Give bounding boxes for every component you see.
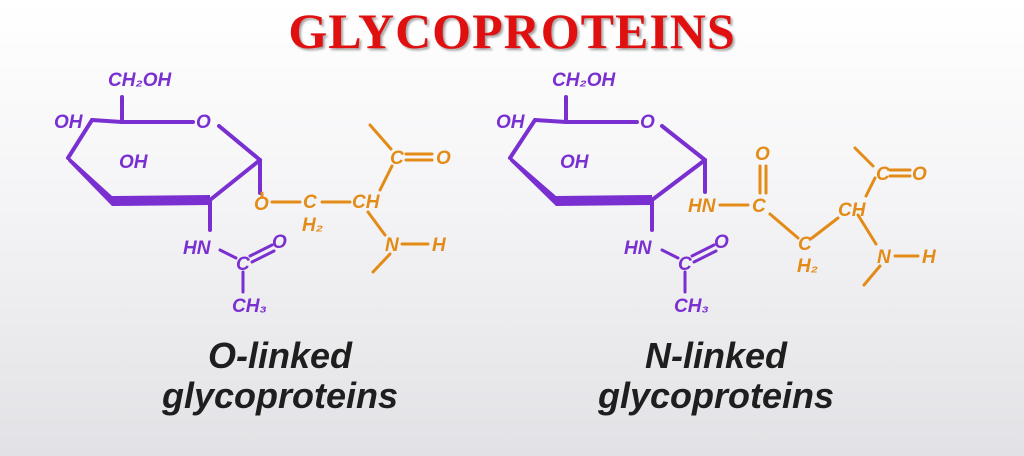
n-linked-ring-bold-edge (510, 156, 652, 206)
o-ch3-label: CH₃ (232, 296, 267, 317)
o-linked-caption-line1: O-linked (207, 335, 353, 376)
o-nh-h-label: H (432, 235, 447, 256)
o-linked-ring-bold-edge (68, 156, 210, 206)
o-linked-sugar-ring (66, 95, 262, 232)
n-oh-inner-label: OH (560, 152, 590, 173)
n-c2-label: C (798, 234, 812, 255)
o-n-label: N (385, 235, 400, 256)
o-oh-inner-label: OH (119, 152, 149, 173)
n-nh-h-label: H (922, 247, 937, 268)
o-link-oxygen-label: O (254, 194, 269, 215)
n-c-o-label: O (755, 144, 770, 165)
page-title: GLYCOPROTEINS (288, 3, 736, 59)
o-acetyl-o-label: O (272, 232, 287, 253)
n-hn-label: HN (624, 238, 653, 259)
n-hn-link-label: HN (688, 196, 717, 217)
n-linked-caption: N-linked glycoproteins (566, 336, 866, 416)
o-linked-caption-line2: glycoproteins (161, 375, 399, 416)
o-acetyl-c-label: C (236, 254, 250, 275)
o-oh-left-label: OH (54, 112, 84, 133)
o-linked-caption: O-linked glycoproteins (130, 336, 430, 416)
o-h2-label: H₂ (302, 215, 323, 236)
n-ch2oh-label: CH₂OH (552, 70, 616, 91)
o-hn-label: HN (183, 238, 212, 259)
o-carbonyl-o-label: O (436, 148, 451, 169)
n-c-label: C (752, 196, 766, 217)
o-linked-acetyl-bonds (218, 243, 276, 294)
o-linked-amino-acid-bonds (260, 123, 434, 274)
n-acetyl-c-label: C (678, 254, 692, 275)
n-linked-structure: CH₂OH OH O OH HN C O CH₃ HN C O C H₂ CH … (496, 70, 937, 317)
n-linked-sugar-ring (508, 95, 707, 232)
n-linked-caption-line2: glycoproteins (597, 375, 835, 416)
n-linked-acetyl-bonds (660, 243, 718, 294)
o-ring-oxygen-label: O (196, 112, 211, 133)
o-ch2oh-label: CH₂OH (108, 70, 172, 91)
o-linked-structure: CH₂OH OH O OH HN C O CH₃ O C H₂ CH C O N… (54, 70, 451, 317)
n-carbonyl-c-label: C (876, 164, 890, 185)
n-linked-caption-line1: N-linked (644, 335, 787, 376)
n-ring-oxygen-label: O (640, 112, 655, 133)
n-n-label: N (877, 247, 892, 268)
n-oh-left-label: OH (496, 112, 526, 133)
n-carbonyl-o-label: O (912, 164, 927, 185)
n-h2-label: H₂ (797, 256, 818, 277)
n-acetyl-o-label: O (714, 232, 729, 253)
o-ch-label: CH (352, 192, 381, 213)
n-linked-amino-acid-bonds (718, 146, 920, 287)
o-carbonyl-c-label: C (390, 148, 404, 169)
n-ch3-label: CH₃ (674, 296, 709, 317)
o-c-label: C (303, 192, 317, 213)
n-ch-label: CH (838, 200, 867, 221)
